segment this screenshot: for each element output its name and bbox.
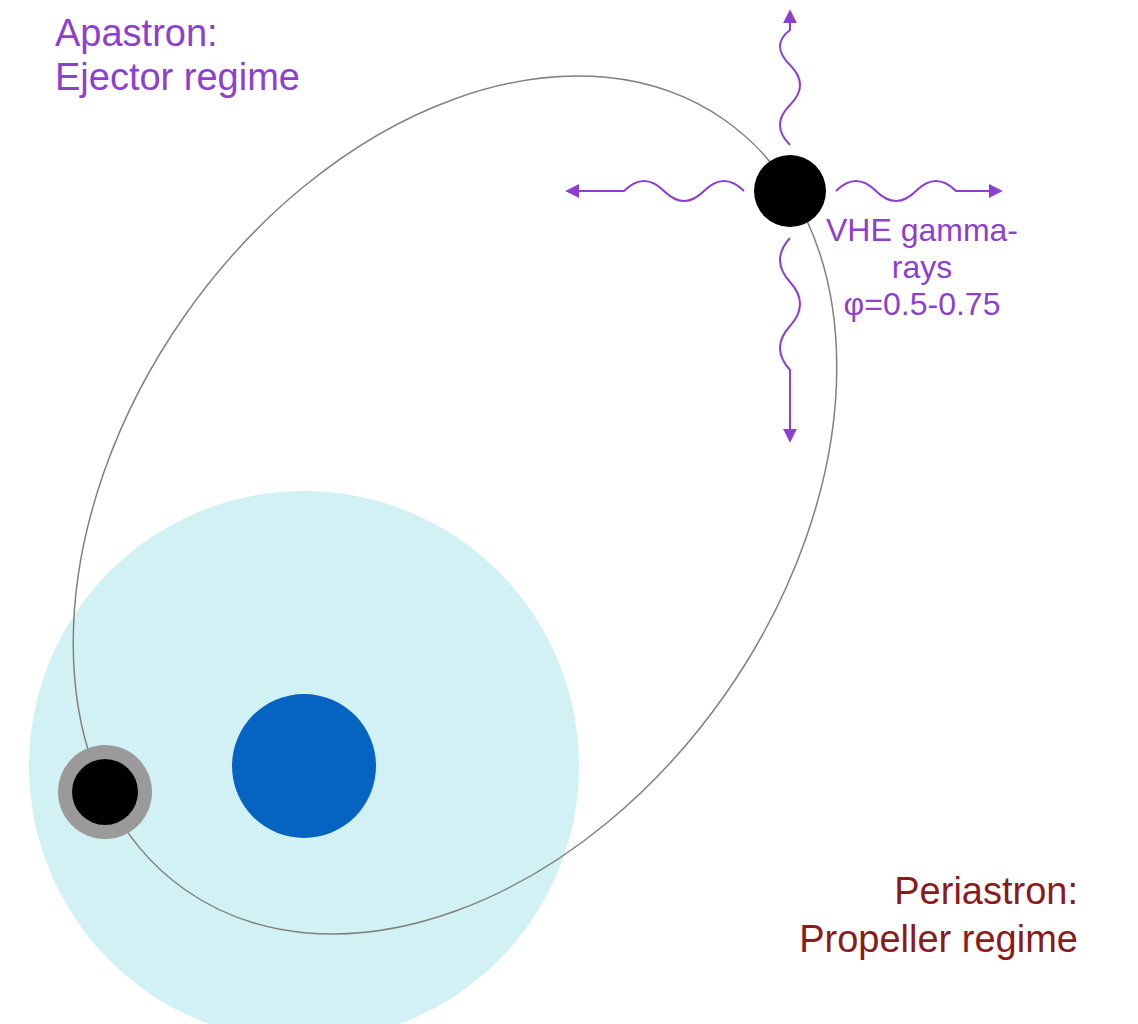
wavy-arrow xyxy=(836,181,1000,201)
regime-label: Propeller regime xyxy=(799,918,1078,962)
region-heading: Apastron: xyxy=(55,12,218,56)
compact-object xyxy=(754,155,826,227)
compact-object xyxy=(72,759,138,825)
propeller-halo xyxy=(58,745,152,839)
be-star xyxy=(232,694,376,838)
wavy-arrow xyxy=(568,181,744,201)
region-heading: Periastron: xyxy=(894,870,1078,914)
regime-label: Ejector regime xyxy=(55,56,300,100)
phase-label: φ=0.5-0.75 xyxy=(822,286,1022,323)
emission-label: VHE gamma-rays xyxy=(822,212,1022,286)
wavy-arrow xyxy=(780,12,800,145)
decretion-disk xyxy=(29,491,579,1024)
wavy-arrow xyxy=(780,238,800,440)
orbit-ellipse xyxy=(0,0,995,1024)
